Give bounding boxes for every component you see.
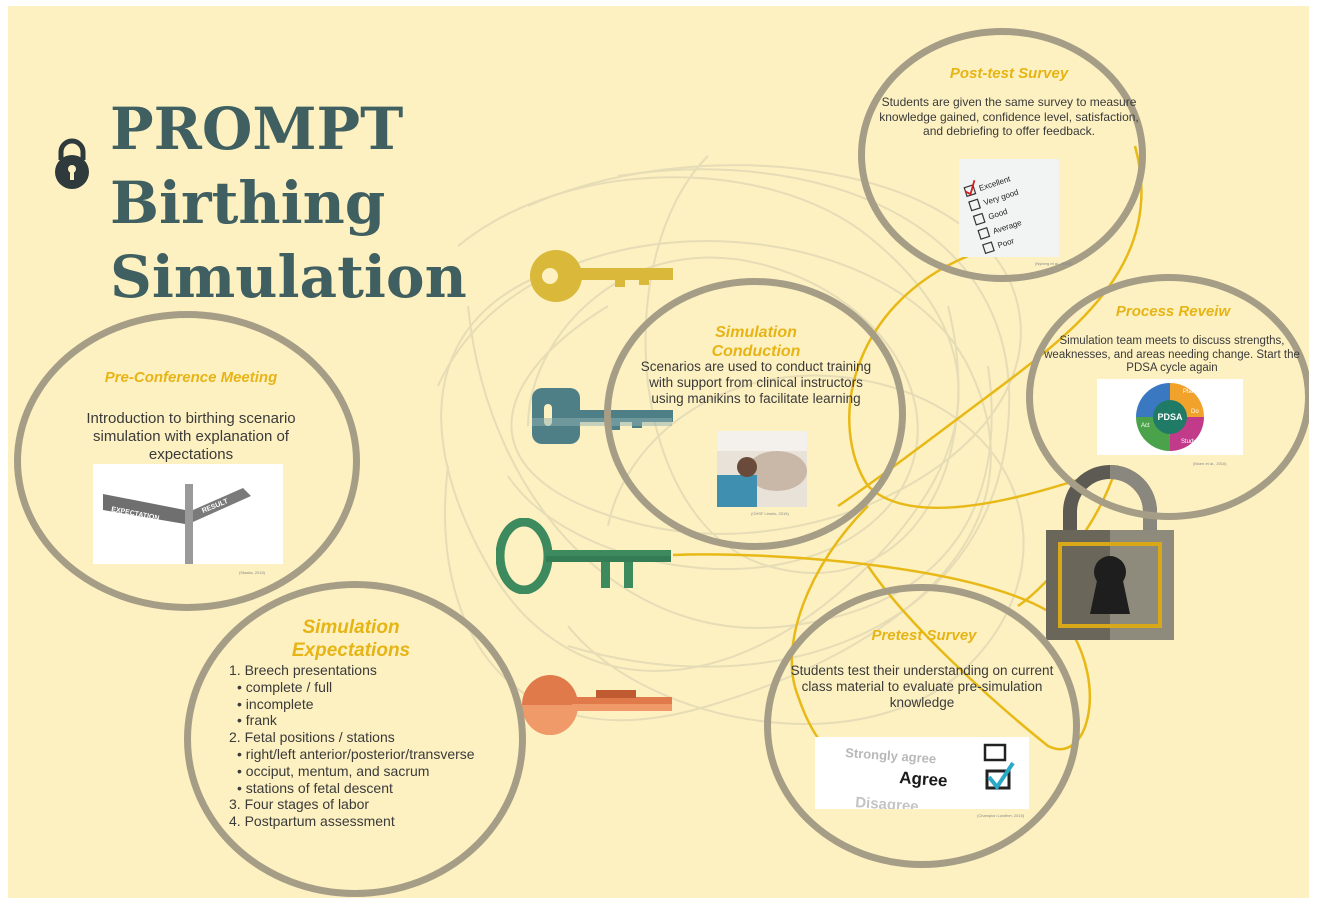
checkmark-icon — [965, 180, 976, 196]
strongly-agree-label: Strongly agree — [845, 745, 937, 766]
rating-checkbox — [977, 227, 991, 240]
expectation-item: 4. Postpartum assessment — [229, 813, 395, 830]
simulation-expectations-circle: Simulation Expectations 1. Breech presen… — [184, 581, 526, 897]
title-line-1: PROMPT — [110, 95, 404, 163]
expectation-item: 1. Breech presentations — [229, 662, 377, 678]
expectation-item: 2. Fetal positions / stations — [229, 729, 395, 746]
green-key-icon — [496, 518, 671, 594]
pre-conference-text: Introduction to birthing scenario simula… — [86, 410, 296, 463]
pre-conference-title: Pre-Conference Meeting — [104, 369, 278, 386]
post-test-survey-title: Post-test Survey — [949, 65, 1069, 82]
simulation-conduction-title: Simulation Conduction — [711, 324, 801, 360]
pdsa-center-label: PDSA — [1157, 412, 1183, 422]
post-test-survey-credit: (Nyberg et al., 2015) — [1035, 261, 1072, 266]
orange-key-icon — [522, 675, 672, 735]
expectation-item: • right/left anterior/posterior/transver… — [237, 745, 475, 762]
rating-option-label: Poor — [996, 236, 1015, 250]
expectation-item: • frank — [237, 712, 277, 729]
expectations-list: 1. Breech presentations• complete / full… — [229, 662, 475, 830]
pretest-survey-title: Pretest Survey — [871, 627, 977, 644]
title-line-2: Birthing — [110, 169, 386, 237]
rating-checkbox — [982, 241, 995, 255]
pretest-survey-circle: Pretest Survey Students test their under… — [764, 584, 1080, 868]
simulation-expectations-title: Simulation Expectations — [291, 617, 411, 661]
slide-canvas: PROMPT Birthing Simulation — [8, 6, 1309, 898]
manikin-training-image — [717, 431, 807, 507]
pre-conference-credit: (Stastia, 2015) — [239, 570, 266, 575]
post-test-survey-text: Students are given the same survey to me… — [879, 95, 1139, 138]
pre-conference-circle: Pre-Conference Meeting Introduction to b… — [14, 311, 360, 611]
agree-label: Agree — [899, 768, 948, 790]
pdsa-study-label: Study — [1181, 439, 1196, 445]
pretest-survey-credit: (Champion Lowther, 2015) — [977, 813, 1025, 818]
process-review-title: Process Reveiw — [1115, 303, 1231, 320]
pretest-survey-text: Students test their understanding on cur… — [790, 663, 1054, 710]
expectation-item: 3. Four stages of labor — [229, 796, 370, 813]
expectation-item: • complete / full — [237, 678, 333, 695]
agree-checkbox-image: Strongly agree Agree Disagree — [815, 737, 1029, 809]
padlock-icon — [52, 138, 92, 195]
post-test-survey-circle: Post-test Survey Students are given the … — [858, 28, 1146, 282]
expectation-item: • occiput, mentum, and sacrum — [237, 762, 430, 779]
disagree-label: Disagree — [855, 794, 919, 809]
process-review-text: Simulation team meets to discuss strengt… — [1044, 335, 1300, 374]
process-review-credit: (Moen et al., 2016) — [1193, 461, 1227, 466]
title-line-3: Simulation — [110, 243, 467, 311]
rating-option-label: Good — [987, 207, 1008, 222]
simulation-conduction-circle: Simulation Conduction Scenarios are used… — [604, 278, 906, 550]
rating-checkbox — [972, 212, 986, 226]
expectation-item: • stations of fetal descent — [237, 779, 393, 796]
pdsa-cycle-image: PDSA Plan Do Study Act — [1097, 379, 1243, 455]
expectation-item: • incomplete — [237, 695, 314, 712]
pdsa-plan-label: Plan — [1183, 389, 1195, 395]
pdsa-act-label: Act — [1141, 423, 1150, 429]
process-review-circle: Process Reveiw Simulation team meets to … — [1026, 274, 1309, 520]
rating-checkbox — [968, 198, 981, 212]
signpost-image: EXPECTATION RESULT — [93, 464, 283, 564]
yellow-key-icon — [530, 250, 673, 302]
page-title: PROMPT Birthing Simulation — [110, 92, 467, 314]
pdsa-do-label: Do — [1191, 409, 1199, 415]
rating-option-label: Average — [992, 218, 1024, 236]
simulation-conduction-text: Scenarios are used to conduct training w… — [640, 359, 872, 406]
simulation-conduction-credit: (OHSF Limelo, 2015) — [751, 511, 789, 516]
